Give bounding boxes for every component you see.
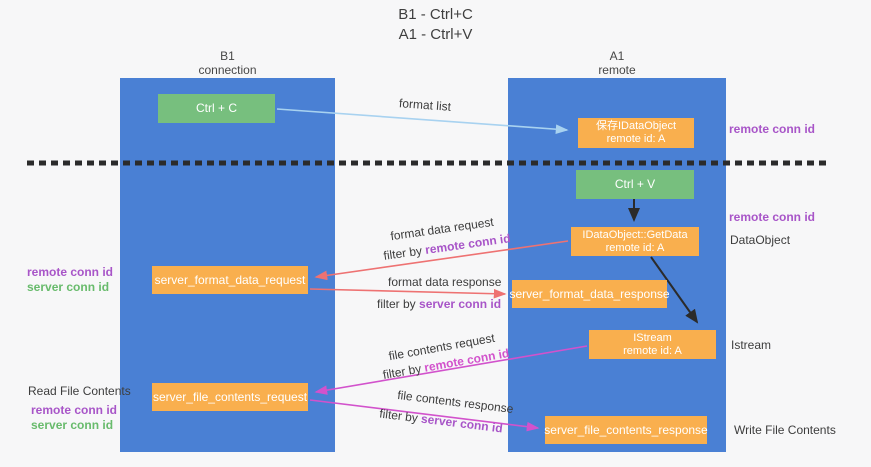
node-server-file-contents-response: server_file_contents_response <box>544 416 708 444</box>
label-left-remote-conn-id-2: remote conn id <box>31 403 118 417</box>
node-server-file-contents-request: server_file_contents_request <box>152 383 308 411</box>
lane-b1-title: B1 <box>220 49 235 63</box>
diagram-title-line1: B1 - Ctrl+C <box>398 6 473 23</box>
server-conn-id-key: server conn id <box>420 411 504 436</box>
label-remote-conn-id-mid: remote conn id <box>729 210 816 224</box>
label-left-server-conn-id-1: server conn id <box>27 280 110 294</box>
lane-b1-subtitle: connection <box>198 63 257 77</box>
node-save-idataobject: 保存IDataObject remote id: A <box>578 118 694 148</box>
lane-a1-title: A1 <box>609 49 625 63</box>
node-istream-line1: IStream <box>633 331 672 344</box>
edge-label-format-list: format list <box>398 96 452 114</box>
node-istream: IStream remote id: A <box>589 330 716 359</box>
server-conn-id-key: server conn id <box>419 297 502 311</box>
filter-by-text: filter by <box>378 406 423 426</box>
node-ctrl-v: Ctrl + V <box>576 170 694 199</box>
edge-label-format-data-response-filter: filter by server conn id <box>377 297 501 311</box>
label-read-file-contents: Read File Contents <box>28 384 131 398</box>
node-server-format-data-request-label: server_format_data_request <box>154 272 306 287</box>
label-left-server-conn-id-2: server conn id <box>31 418 114 432</box>
node-server-format-data-response-label: server_format_data_response <box>509 286 670 301</box>
label-dataobject: DataObject <box>730 233 791 247</box>
node-ctrl-c-label: Ctrl + C <box>195 101 237 115</box>
edge-label-format-data-response: format data response <box>388 275 502 289</box>
label-remote-conn-id-top: remote conn id <box>729 122 816 136</box>
filter-by-text: filter by <box>377 297 420 311</box>
filter-by-text: filter by <box>382 243 427 263</box>
lane-a1-subtitle: remote <box>598 63 636 77</box>
node-ctrl-c: Ctrl + C <box>158 94 275 123</box>
node-save-idataobject-line2: remote id: A <box>606 133 666 145</box>
node-server-file-contents-request-label: server_file_contents_request <box>152 389 308 404</box>
label-left-remote-conn-id-1: remote conn id <box>27 265 114 279</box>
node-save-idataobject-line1: 保存IDataObject <box>595 120 677 132</box>
lane-header-b1: B1 connection <box>120 49 335 77</box>
node-server-file-contents-response-label: server_file_contents_response <box>544 422 708 437</box>
node-idataobject-getdata-line1: IDataObject::GetData <box>582 228 688 241</box>
node-istream-line2: remote id: A <box>623 344 682 357</box>
node-idataobject-getdata-line2: remote id: A <box>605 241 665 254</box>
label-write-file-contents: Write File Contents <box>734 423 836 437</box>
lane-header-a1: A1 remote <box>508 49 726 77</box>
node-ctrl-v-label: Ctrl + V <box>614 177 656 191</box>
diagram-title-line2: A1 - Ctrl+V <box>398 26 473 43</box>
filter-by-text: filter by <box>381 360 426 383</box>
node-server-format-data-request: server_format_data_request <box>152 266 308 294</box>
node-idataobject-getdata: IDataObject::GetData remote id: A <box>571 227 699 256</box>
node-server-format-data-response: server_format_data_response <box>509 280 670 308</box>
label-istream: Istream <box>731 338 772 352</box>
arrow-format-data-response <box>309 288 507 299</box>
